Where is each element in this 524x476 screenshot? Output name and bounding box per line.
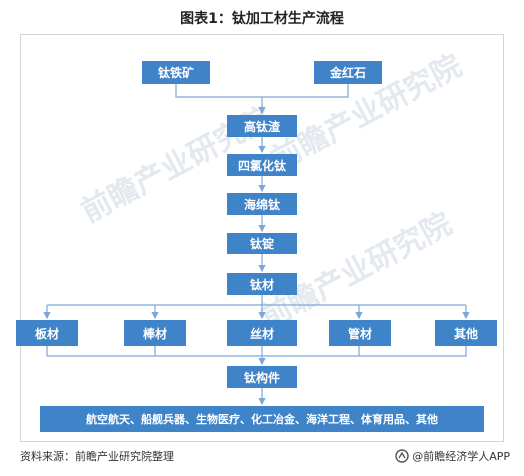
source-note: 资料来源：前瞻产业研究院整理 [20, 450, 174, 463]
node-material: 钛材 [227, 273, 297, 295]
node-ingot: 钛锭 [227, 233, 297, 254]
node-sponge: 海绵钛 [227, 193, 297, 215]
node-component: 钛构件 [227, 366, 297, 388]
node-ticl4: 四氯化钛 [227, 154, 297, 176]
merge-line [175, 84, 349, 98]
node-plate: 板材 [16, 320, 78, 346]
node-bar: 棒材 [124, 320, 186, 346]
node-other: 其他 [435, 320, 497, 346]
node-titanium-ore: 钛铁矿 [142, 61, 210, 84]
brand-text: @前瞻经济学人APP [412, 450, 510, 463]
brand-credit: @前瞻经济学人APP [395, 448, 510, 464]
merge-bar [46, 346, 467, 357]
chart-title: 图表1：钛加工材生产流程 [180, 11, 344, 27]
brand-logo-icon [395, 449, 409, 463]
node-applications: 航空航天、船舰兵器、生物医疗、化工冶金、海洋工程、体育用品、其他 [40, 406, 484, 432]
node-high-ti-slag: 高钛渣 [227, 115, 297, 137]
node-tube: 管材 [329, 320, 391, 346]
node-rutile: 金红石 [314, 61, 382, 84]
node-wire: 丝材 [227, 320, 297, 346]
diagram-frame [20, 34, 504, 442]
